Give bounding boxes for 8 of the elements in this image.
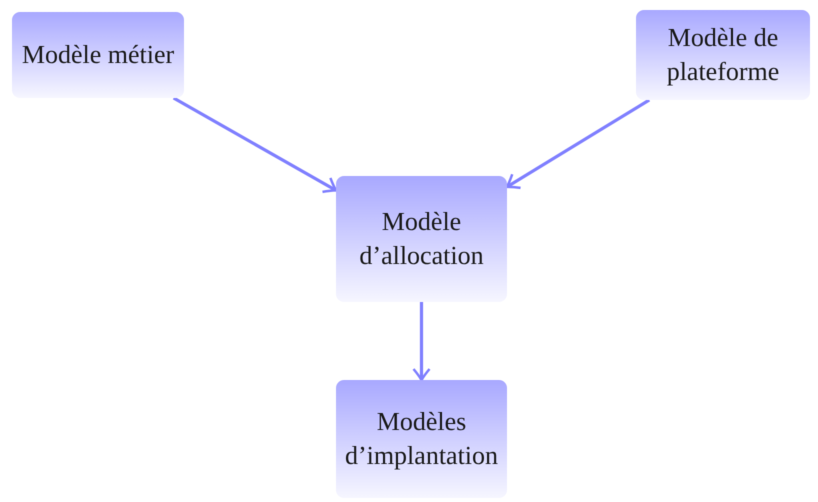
box-label: Modèles d’implantation: [344, 406, 499, 472]
box-label: Modèle d’allocation: [358, 206, 485, 272]
model-box: [336, 380, 507, 498]
box-label: Modèle métier: [22, 39, 174, 72]
box-label: Modèle de plateforme: [666, 22, 780, 88]
model-box: [636, 10, 810, 100]
model-box: [336, 176, 507, 302]
model-box: [12, 12, 184, 98]
